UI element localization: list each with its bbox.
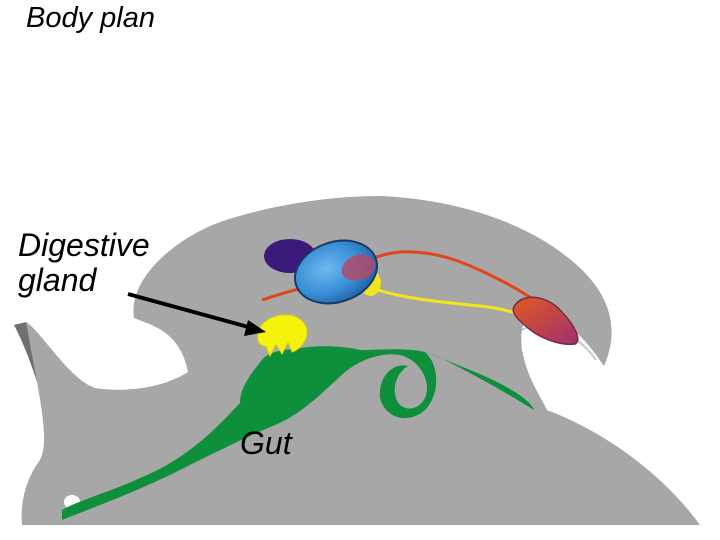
pointer-arrowhead xyxy=(244,320,266,336)
yellow-nerve xyxy=(371,286,526,320)
diagram-title: Body plan xyxy=(26,2,155,34)
digestive-gland xyxy=(257,314,308,358)
pointer-arrow-line xyxy=(127,292,253,330)
red-organ xyxy=(512,296,579,346)
digestive-gland-label-line2: gland xyxy=(18,261,97,298)
digestive-gland-label-line1: Digestive xyxy=(18,227,150,263)
stomach-inner-red xyxy=(341,254,376,281)
gut-stomach-lobe xyxy=(240,349,306,406)
digestive-gland-label: Digestive gland xyxy=(18,228,150,297)
gut-label: Gut xyxy=(240,425,292,461)
